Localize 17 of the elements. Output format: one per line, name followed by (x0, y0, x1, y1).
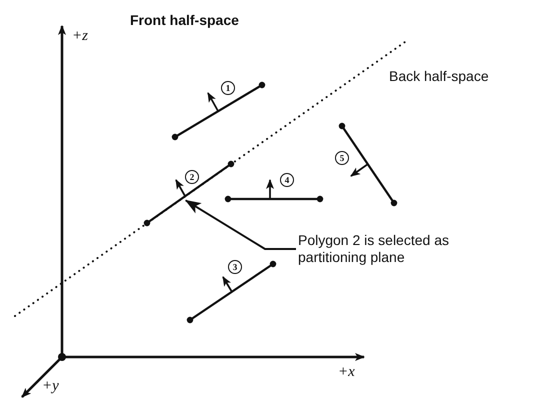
callout-number: 3 (228, 260, 242, 274)
region-label: Front half-space (130, 12, 239, 28)
axis-label: +y (42, 378, 59, 395)
polygon-segment (186, 260, 276, 324)
callout-number: 2 (185, 170, 199, 184)
callout-number: 4 (280, 173, 294, 187)
axis-label: +x (338, 364, 355, 381)
axis-label: +z (72, 28, 88, 45)
polygon-segment (338, 122, 398, 206)
polygon-segment (144, 160, 234, 226)
callout-number: 1 (221, 81, 235, 95)
polygon-segment (224, 196, 324, 202)
callout-number: 5 (335, 151, 349, 165)
polygon-segment (172, 82, 266, 140)
leader-arrow (184, 200, 296, 250)
region-label: Back half-space (389, 68, 489, 84)
callout-text: Polygon 2 is selected as partitioning plane (298, 232, 488, 266)
